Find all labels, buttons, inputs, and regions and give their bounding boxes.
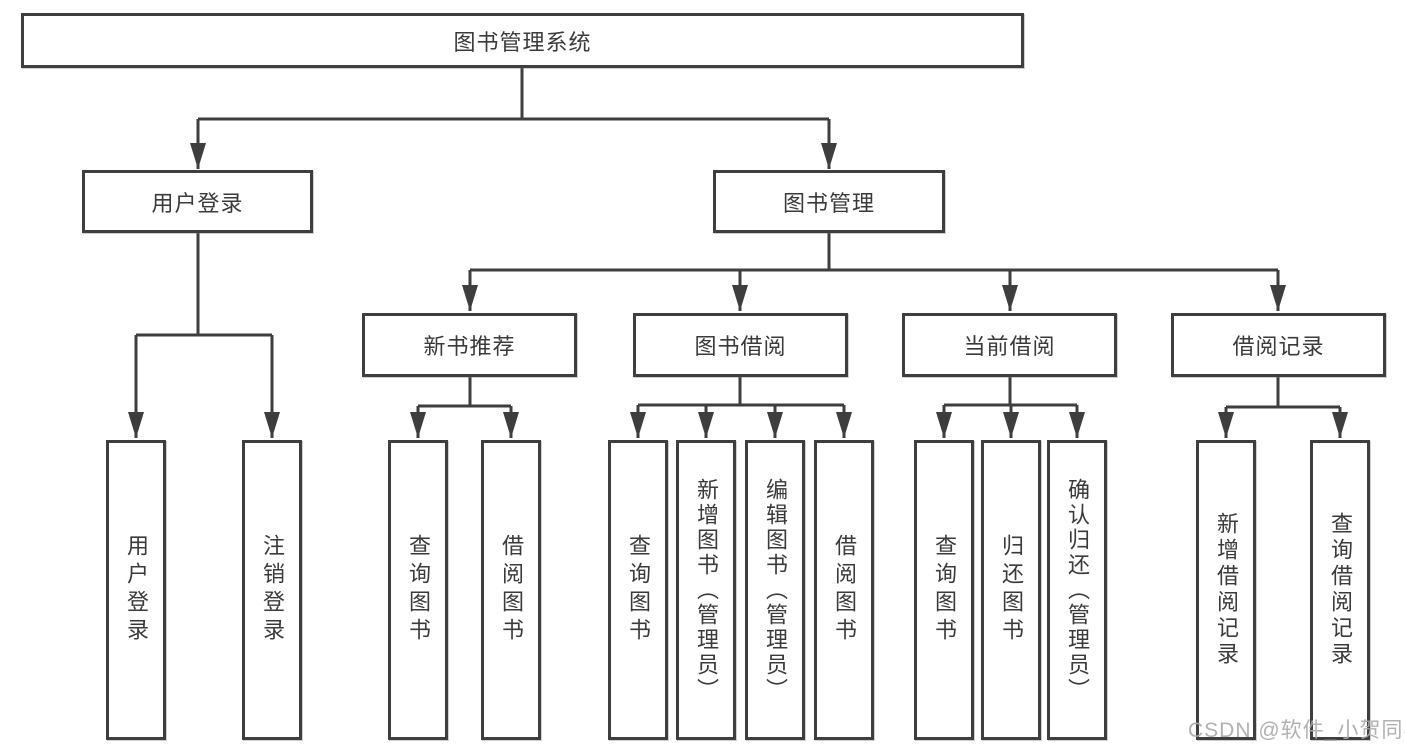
csdn-watermark: CSDN @软件_小贺同学 [1188, 719, 1405, 742]
node-borrow-records: 借阅记录 [1171, 313, 1386, 377]
leaf-edit-books-admin: 编辑图书（管理员） [745, 440, 805, 740]
leaf-confirm-return-admin: 确认归还（管理员） [1047, 440, 1107, 740]
leaf-borrow-books: 借阅图书 [814, 440, 874, 740]
leaf-user-login: 用户登录 [106, 440, 166, 740]
node-current-borrow: 当前借阅 [902, 313, 1117, 377]
node-book-management-branch: 图书管理 [713, 170, 945, 233]
leaf-add-borrow-record: 新增借阅记录 [1196, 440, 1256, 740]
leaf-query-borrow-record: 查询借阅记录 [1310, 440, 1370, 740]
leaf-logout: 注销登录 [242, 440, 302, 740]
leaf-add-books-admin: 新增图书（管理员） [676, 440, 736, 740]
node-new-book-recommend: 新书推荐 [362, 313, 577, 377]
leaf-borrow-books-recommend: 借阅图书 [481, 440, 541, 740]
leaf-return-books: 归还图书 [981, 440, 1041, 740]
node-user-login-branch: 用户登录 [82, 170, 313, 233]
leaf-query-books-current: 查询图书 [914, 440, 974, 740]
leaf-query-books-recommend: 查询图书 [388, 440, 448, 740]
node-book-borrow: 图书借阅 [633, 313, 848, 377]
leaf-query-books-borrow: 查询图书 [608, 440, 668, 740]
node-root-system: 图书管理系统 [21, 13, 1024, 68]
